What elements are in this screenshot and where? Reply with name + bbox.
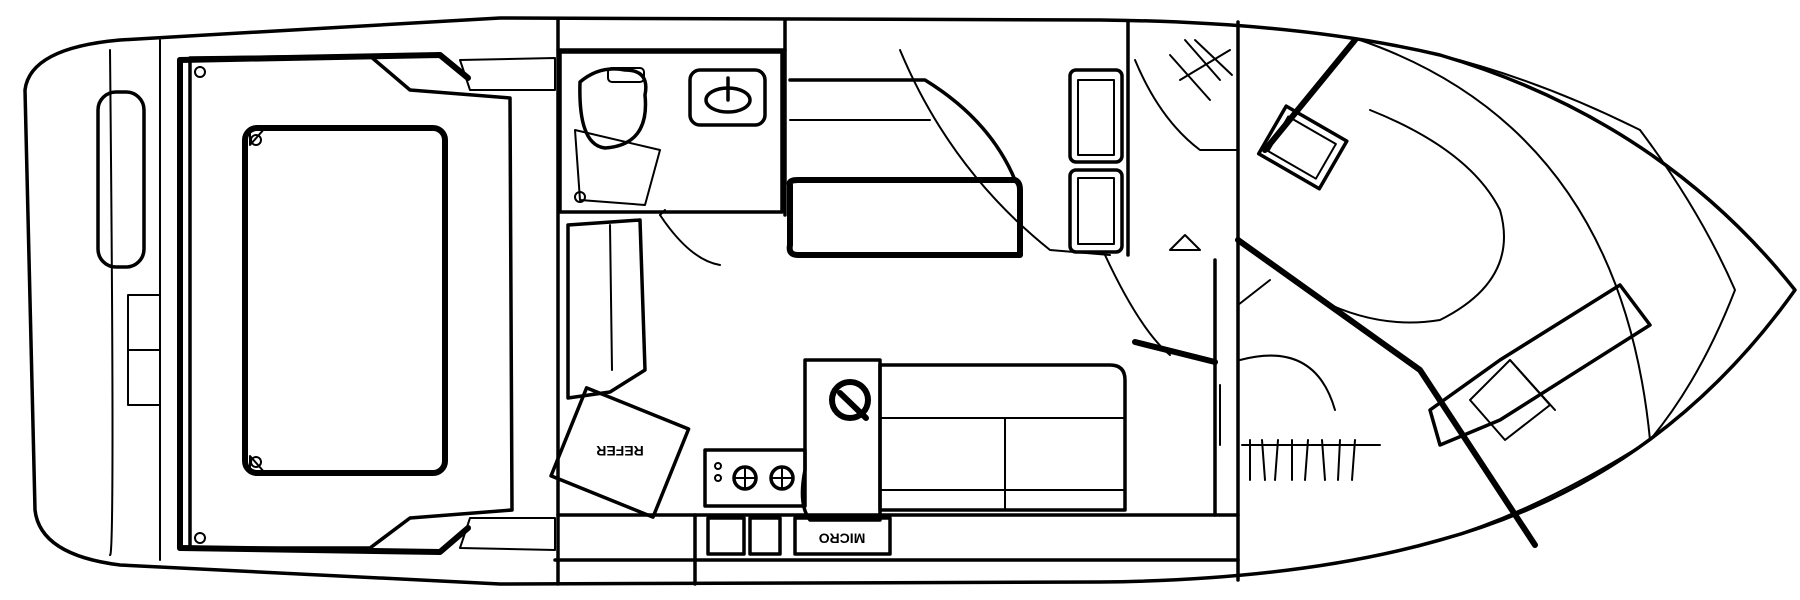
bulkheads bbox=[556, 18, 1240, 586]
salon-cabinet-a bbox=[1068, 68, 1124, 164]
stair-treads bbox=[1169, 39, 1233, 101]
settee-upper bbox=[786, 177, 1023, 258]
refrigerator bbox=[549, 386, 691, 519]
shower-seat bbox=[574, 129, 661, 206]
aft-deck bbox=[96, 39, 471, 561]
sink-vanity bbox=[688, 68, 767, 127]
sink-drain-icon bbox=[829, 379, 871, 421]
salon bbox=[566, 49, 1218, 512]
swim-ladder bbox=[96, 90, 146, 269]
engine-hatch bbox=[242, 125, 448, 476]
fridge-label: REFER bbox=[596, 443, 643, 459]
toilet-tank bbox=[607, 67, 645, 83]
cleat-bottom bbox=[194, 532, 206, 544]
side-step-top bbox=[459, 57, 556, 91]
galley-drawer-1 bbox=[706, 516, 746, 556]
salon-door bbox=[1132, 339, 1218, 365]
bow-deck-line-bottom bbox=[1439, 439, 1651, 541]
toilet-icon bbox=[578, 67, 648, 150]
stovetop bbox=[703, 448, 807, 508]
forward-area bbox=[1134, 37, 1652, 548]
cleat-top bbox=[194, 66, 206, 78]
bow-deck-line bbox=[1439, 54, 1641, 131]
vberth-curve bbox=[1359, 39, 1651, 441]
galley: REFER MICRO bbox=[549, 358, 1240, 562]
salon-sofa-lower bbox=[878, 363, 1127, 512]
microwave-label: MICRO bbox=[819, 530, 866, 546]
hull-outline bbox=[23, 16, 1797, 586]
forward-door-swing bbox=[1239, 354, 1336, 411]
salon-seat-aft bbox=[566, 218, 647, 400]
stair-triangle bbox=[1169, 234, 1201, 251]
bow-rail bbox=[1639, 129, 1736, 441]
side-step-bottom bbox=[459, 517, 556, 551]
gunwale-inner bbox=[109, 49, 114, 557]
galley-drawer-2 bbox=[748, 516, 782, 556]
hangers bbox=[1249, 439, 1356, 481]
cockpit bbox=[188, 54, 556, 551]
salon-divider-curve bbox=[899, 49, 1111, 256]
head-door-swing bbox=[659, 214, 721, 266]
vberth-inner bbox=[1319, 109, 1505, 324]
salon-cabinet-b bbox=[1068, 168, 1124, 254]
settee-back bbox=[788, 78, 1017, 182]
head-room bbox=[558, 50, 784, 214]
forward-cabinet bbox=[1428, 283, 1652, 447]
hull bbox=[23, 16, 1797, 586]
cockpit-deck bbox=[188, 54, 514, 550]
microwave bbox=[793, 516, 892, 556]
passage-curve bbox=[1134, 59, 1239, 151]
head-compartment bbox=[558, 50, 784, 266]
hanging-locker bbox=[1256, 104, 1349, 191]
